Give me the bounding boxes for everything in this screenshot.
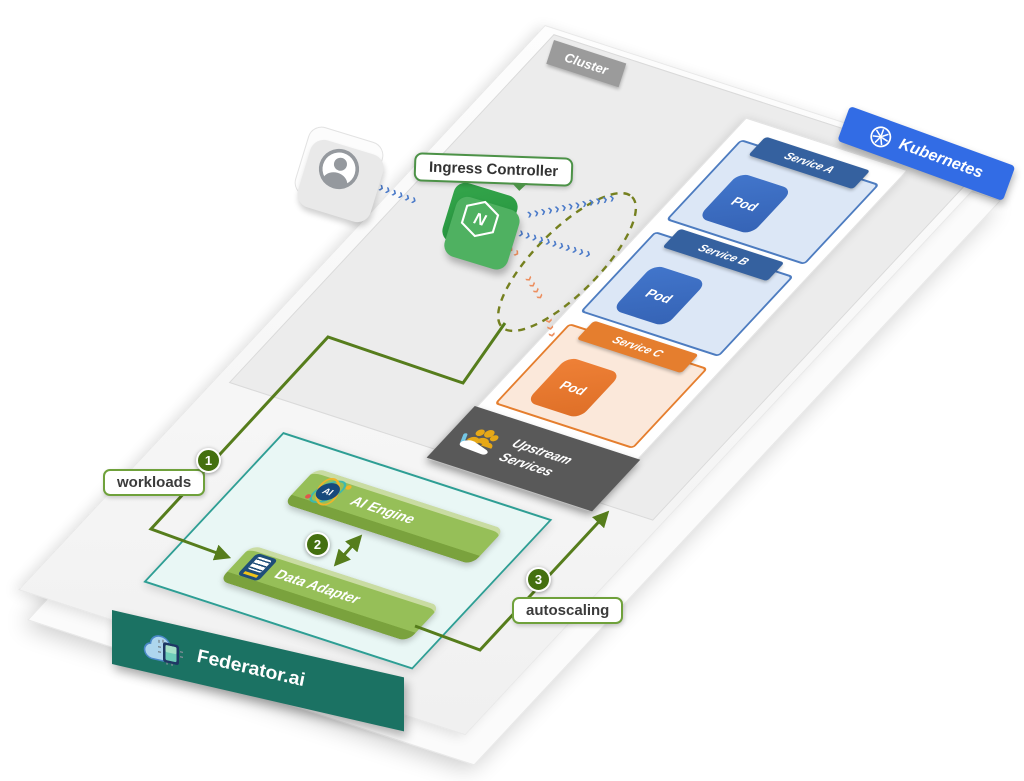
- flow-label-autoscaling: autoscaling: [512, 597, 624, 624]
- federator-banner: Federator.ai: [112, 610, 404, 732]
- ai-engine-label: AI Engine: [346, 493, 421, 527]
- data-adapter-label: Data Adapter: [270, 566, 366, 607]
- pod-cube: Pod: [697, 172, 793, 235]
- step-badge-3: 3: [526, 567, 551, 592]
- pod-label: Pod: [525, 356, 622, 419]
- nginx-letter: N: [472, 209, 489, 230]
- pod-label: Pod: [697, 172, 793, 235]
- pod-cube: Pod: [525, 356, 622, 419]
- cloud-chip-icon: [143, 635, 183, 667]
- upstream-services-label: Upstream Services: [495, 436, 577, 479]
- flow-label-workloads: workloads: [103, 469, 206, 496]
- step-badge-2: 2: [305, 532, 330, 557]
- ingress-controller-label: Ingress Controller: [413, 152, 574, 187]
- step-badge-1: 1: [196, 448, 221, 473]
- nginx-icon: N: [460, 200, 500, 238]
- kubernetes-banner: Kubernetes: [837, 106, 1016, 201]
- kubernetes-icon: [870, 126, 892, 148]
- user-icon: [318, 148, 360, 190]
- user-tile: [291, 123, 387, 215]
- pod-cube: Pod: [611, 264, 708, 327]
- pod-label: Pod: [611, 264, 708, 327]
- federator-label: Federator.ai: [197, 645, 305, 692]
